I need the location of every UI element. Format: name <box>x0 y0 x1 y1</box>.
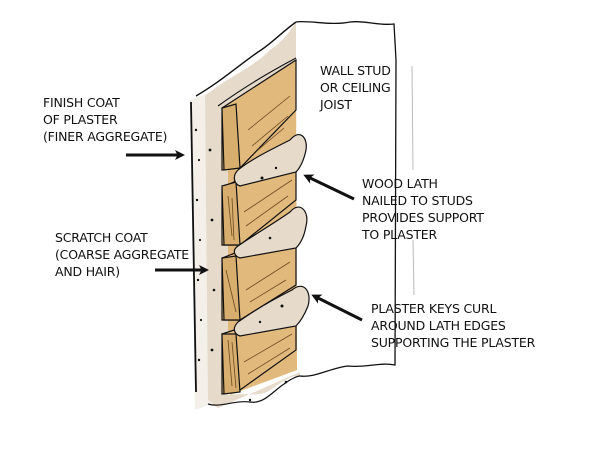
wall-stud-label-line-3: JOIST <box>320 97 352 112</box>
stud-inner-edge-2 <box>412 239 415 296</box>
finish-coat-label-line-3: (FINER AGGREGATE) <box>43 129 168 144</box>
stud-inner-edge <box>411 65 414 171</box>
plaster-top-edge <box>195 21 297 97</box>
finish-coat-label-line-2: OF PLASTER <box>43 112 118 127</box>
wall-stud-outline <box>295 20 397 377</box>
wood-lath-label-line-4: TO PLASTER <box>362 227 437 242</box>
plaster-key-2 <box>233 206 308 259</box>
plaster-keys-label-line-2: AROUND LATH EDGES <box>371 318 506 333</box>
wall-stud-label-line-1: WALL STUD <box>320 63 391 78</box>
lath-strip-1 <box>221 58 297 171</box>
scratch-coat-label-line-3: AND HAIR) <box>55 264 120 279</box>
plaster-key-3 <box>233 285 310 337</box>
scratch-coat-label-line-2: (COARSE AGGREGATE <box>55 247 189 262</box>
plaster-keys <box>207 134 310 406</box>
plaster-bottom-edge <box>207 375 301 406</box>
wood-lath-arrow <box>303 174 355 201</box>
wall-stud-label-line-2: OR CEILING <box>320 80 391 95</box>
plaster-keys-label: PLASTER KEYS CURL AROUND LATH EDGES SUPP… <box>371 300 535 351</box>
scratch-coat-label-line-1: SCRATCH COAT <box>55 230 148 245</box>
wood-lath-label-line-3: PROVIDES SUPPORT <box>362 210 484 225</box>
finish-coat-label-line-1: FINISH COAT <box>43 95 120 110</box>
aggregate-texture <box>194 128 288 402</box>
plaster-keys-arrow <box>311 294 363 322</box>
plaster-top-inner <box>217 57 297 107</box>
wood-lath-label-line-1: WOOD LATH <box>362 176 438 191</box>
wall-stud-label: WALL STUD OR CEILING JOIST <box>320 62 391 113</box>
plaster-keys-label-line-1: PLASTER KEYS CURL <box>371 301 497 316</box>
scratch-coat-label: SCRATCH COAT (COARSE AGGREGATE AND HAIR) <box>55 229 189 280</box>
wood-lath-label: WOOD LATH NAILED TO STUDS PROVIDES SUPPO… <box>362 175 484 243</box>
plaster-keys-label-line-3: SUPPORTING THE PLASTER <box>371 335 536 350</box>
plaster-key-1 <box>233 134 307 187</box>
finish-coat-edge <box>190 101 197 393</box>
wood-lath-label-line-2: NAILED TO STUDS <box>362 193 473 208</box>
finish-coat-label: FINISH COAT OF PLASTER (FINER AGGREGATE) <box>43 94 167 145</box>
